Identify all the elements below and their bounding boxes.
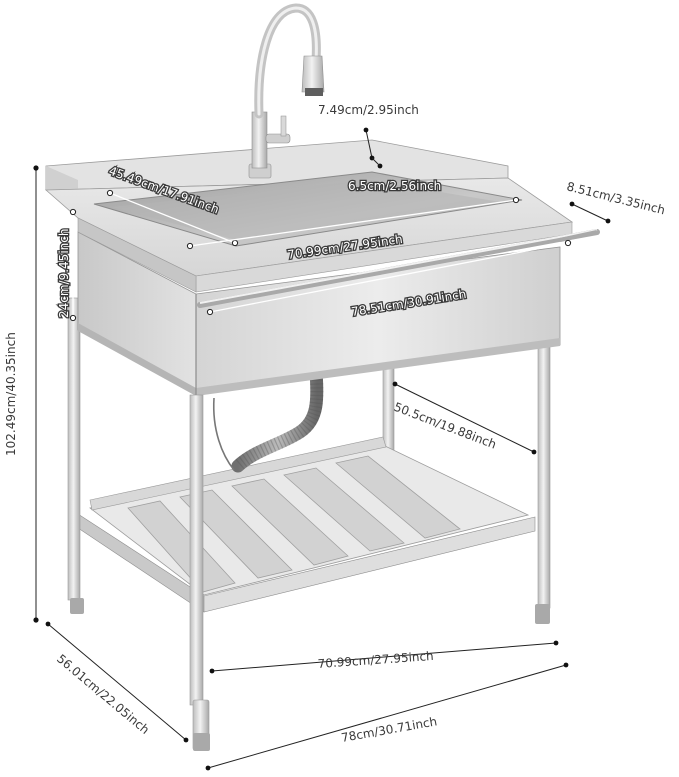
lower-slatted-shelf — [77, 436, 536, 613]
drain-cable — [212, 397, 235, 471]
back-legs — [382, 317, 551, 624]
label-base-depth: 56.01cm/22.05inch — [54, 652, 152, 737]
label-bowl-depth: 24cm/9.45inch — [57, 229, 71, 318]
faucet — [248, 3, 325, 179]
sink-bowl — [93, 171, 523, 247]
front-right-leg — [189, 394, 210, 751]
label-drain-offset: 6.5cm/2.56inch — [348, 179, 441, 193]
sink-cabinet-body — [77, 231, 561, 396]
drain-hose — [231, 365, 324, 473]
label-leg-spacing: 50.5cm/19.88inch — [392, 400, 498, 452]
front-left-leg — [67, 297, 84, 614]
label-shelf-length: 70.99cm/27.95inch — [317, 649, 434, 671]
label-faucet-reach: 7.49cm/2.95inch — [318, 103, 419, 117]
label-total-height: 102.49cm/40.35inch — [4, 332, 18, 456]
label-base-width: 78cm/30.71inch — [340, 714, 438, 745]
label-backsplash-depth: 8.51cm/3.35inch — [565, 179, 666, 217]
dimension-lines — [33, 127, 611, 771]
towel-bar — [197, 229, 600, 308]
